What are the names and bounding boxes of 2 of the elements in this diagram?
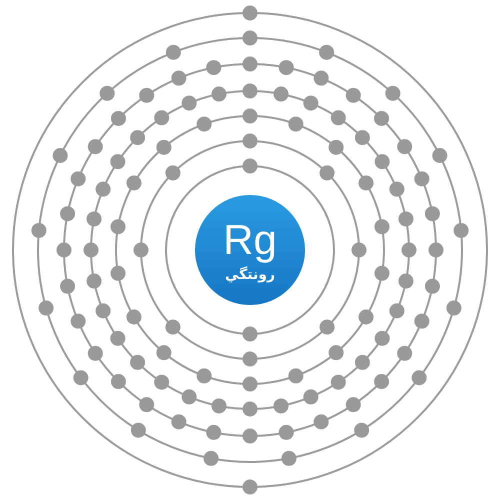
- element-symbol: Rg: [223, 219, 277, 261]
- element-name: رونتگي: [224, 267, 276, 283]
